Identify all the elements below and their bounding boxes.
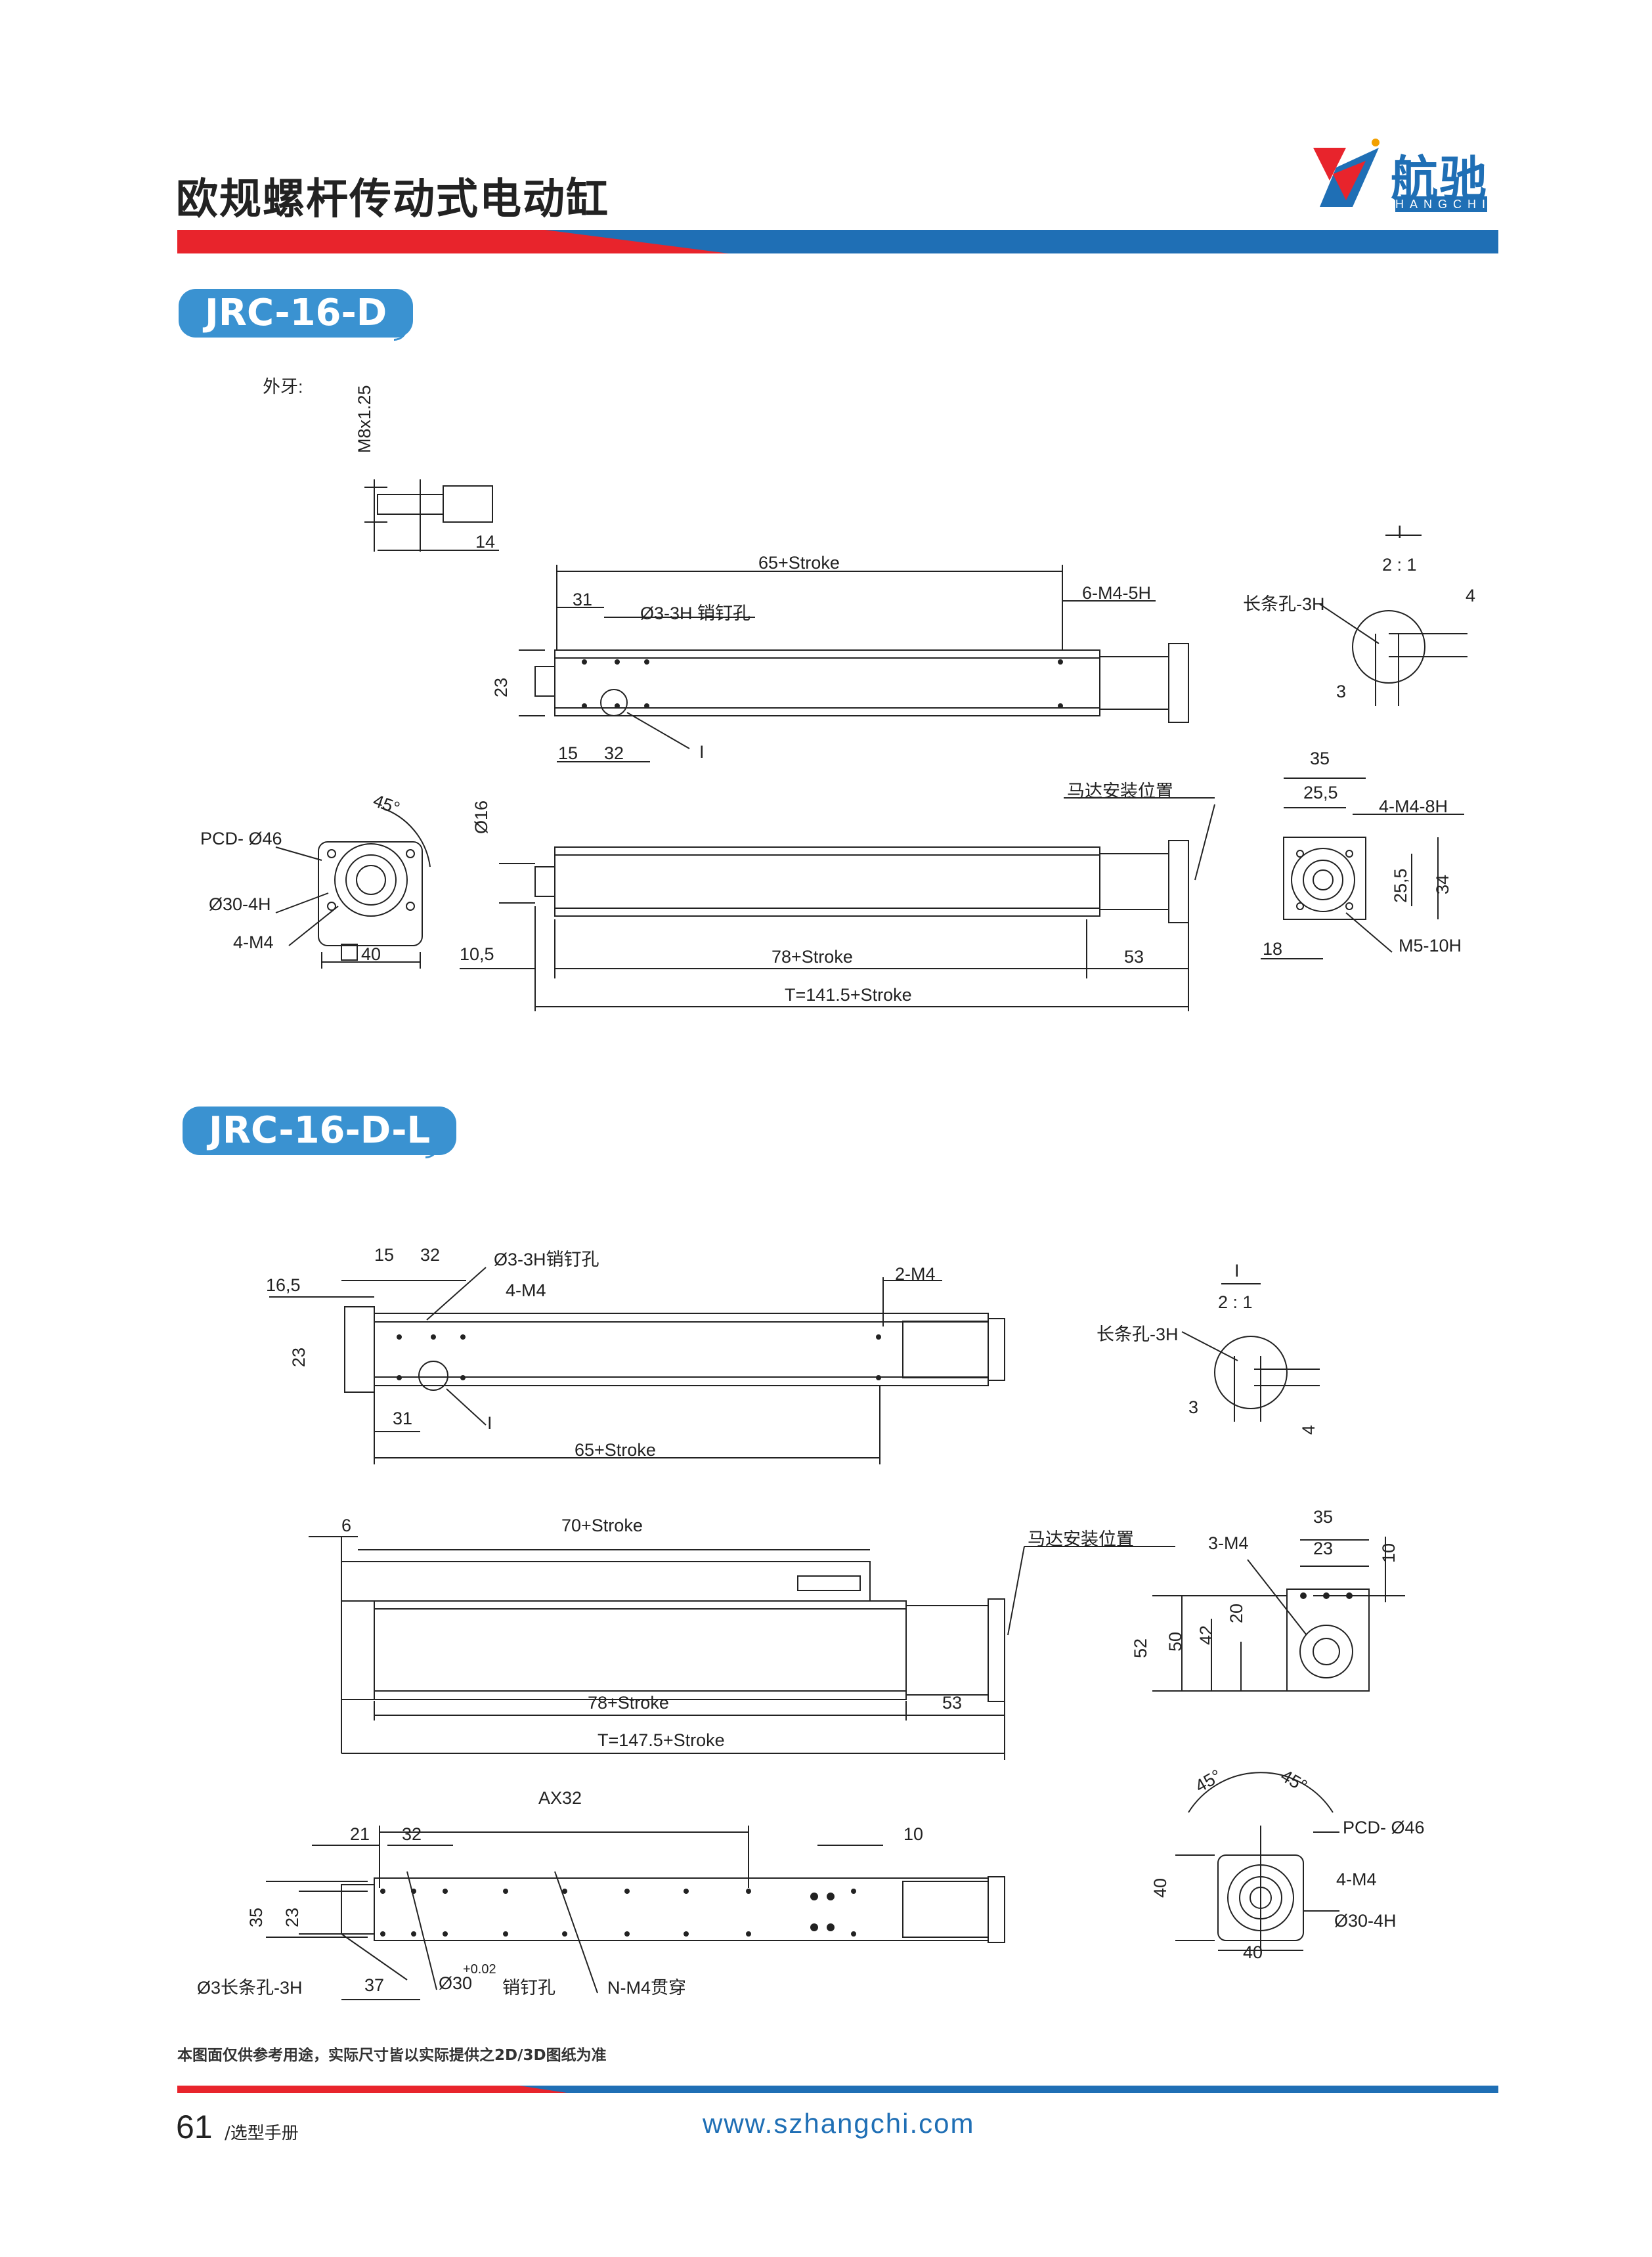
s2-bottom-dim-21: 21 xyxy=(350,1824,370,1844)
s2-detail-title: I xyxy=(1234,1261,1240,1281)
s2-dim-6: 6 xyxy=(341,1516,352,1535)
s2-bottom-dim-10: 10 xyxy=(903,1824,924,1844)
s2-end-3m4-label: 3-M4 xyxy=(1208,1533,1249,1553)
footer-stripe xyxy=(177,2085,1498,2093)
s2-dim-16-5: 16,5 xyxy=(266,1275,301,1295)
s2-m4-label: 4-M4 xyxy=(1336,1870,1377,1889)
s2-m4-4-label: 4-M4 xyxy=(506,1281,546,1300)
s2-dim-15: 15 xyxy=(374,1245,395,1265)
s2-end-dim-50: 50 xyxy=(1165,1631,1185,1652)
s2-m4-2-label: 2-M4 xyxy=(895,1264,936,1284)
dim-25-5-v: 25,5 xyxy=(1391,868,1410,903)
s2-dim-23: 23 xyxy=(289,1347,309,1367)
s2-pin-hole-label: Ø3-3H销钉孔 xyxy=(494,1250,599,1269)
s2-pin30-text: 销钉孔 xyxy=(502,1978,555,1998)
s2-bottom-dim-35: 35 xyxy=(246,1907,266,1927)
pcd-label: PCD- Ø46 xyxy=(200,829,282,848)
s2-dim-length-mid: 78+Stroke xyxy=(588,1693,669,1713)
dim-square-40: 40 xyxy=(361,944,381,964)
s2-pcd-label: PCD- Ø46 xyxy=(1343,1818,1425,1837)
dim-3: 3 xyxy=(1336,682,1347,701)
website-link[interactable]: www.szhangchi.com xyxy=(703,2108,975,2139)
drawing-jrc-16-d xyxy=(275,479,1467,1011)
s2-detail-mark: I xyxy=(487,1413,492,1433)
dim-53: 53 xyxy=(1124,947,1144,967)
page-label: /选型手册 xyxy=(225,2124,299,2143)
drawing-jrc-16-d-l xyxy=(266,1267,1405,2000)
dim-length-top: 65+Stroke xyxy=(758,553,840,573)
s2-end-dim-42: 42 xyxy=(1196,1625,1216,1645)
brand-logo: 航驰 HANGCHI xyxy=(1307,135,1497,220)
s2-pin30-label: Ø30 xyxy=(439,1973,473,1993)
s2-dim-4: 4 xyxy=(1299,1424,1318,1435)
s2-slot-label: 长条孔-3H xyxy=(1097,1325,1179,1344)
s2-pin30-tolerance: +0.02 xyxy=(463,1962,496,1977)
s2-end-dim-10: 10 xyxy=(1379,1543,1399,1563)
detail-title: I xyxy=(1397,522,1402,542)
detail-scale: 2 : 1 xyxy=(1382,555,1417,575)
s2-dim-70: 70+Stroke xyxy=(561,1516,643,1535)
s2-detail-scale: 2 : 1 xyxy=(1218,1292,1253,1312)
thread-spec-label: M8x1.25 xyxy=(355,385,374,453)
m4-8h-label: 4-M4-8H xyxy=(1379,797,1448,816)
s2-dim-32: 32 xyxy=(420,1245,441,1265)
m5-label: M5-10H xyxy=(1399,936,1462,955)
dim-total: T=141.5+Stroke xyxy=(785,985,912,1005)
s2-dim-40-horizontal: 40 xyxy=(1243,1942,1263,1962)
s2-bottom-dim-37: 37 xyxy=(364,1975,385,1995)
dim-length-mid: 78+Stroke xyxy=(772,947,853,967)
thread-note: 外牙: xyxy=(263,377,303,397)
s2-dim-40-vertical: 40 xyxy=(1150,1877,1170,1898)
detail-mark: I xyxy=(699,742,705,762)
dim-31: 31 xyxy=(573,590,593,609)
s2-ax32-label: AX32 xyxy=(538,1788,582,1808)
page-number: 61 xyxy=(176,2109,213,2145)
s2-end-dim-23: 23 xyxy=(1313,1539,1334,1558)
hangchi-logo-icon xyxy=(1313,139,1380,207)
brand-subtitle: HANGCHI xyxy=(1395,196,1492,212)
s2-dim-31: 31 xyxy=(393,1409,413,1428)
model-tag-jrc-16-d: JRC-16-D xyxy=(179,289,414,338)
dim-25-5-h: 25,5 xyxy=(1303,783,1338,802)
model-tag-jrc-16-d-l: JRC-16-D-L xyxy=(183,1107,457,1155)
dim-23: 23 xyxy=(491,677,511,697)
dim-35: 35 xyxy=(1310,749,1330,768)
s2-bolt-circle-label: Ø30-4H xyxy=(1334,1911,1397,1931)
pin-hole-label: Ø3-3H 销钉孔 xyxy=(640,603,751,623)
s2-dim-length-top: 65+Stroke xyxy=(575,1440,656,1460)
s2-end-dim-35: 35 xyxy=(1313,1507,1334,1527)
dim-4: 4 xyxy=(1466,586,1476,605)
slot-label: 长条孔-3H xyxy=(1243,594,1325,614)
bolt-circle-label: Ø30-4H xyxy=(209,894,271,914)
s2-bottom-dim-23: 23 xyxy=(282,1907,302,1927)
s2-end-dim-52: 52 xyxy=(1131,1638,1150,1658)
s2-slot-hole-label: Ø3长条孔-3H xyxy=(197,1978,303,1998)
s2-nm4-label: N-M4贯穿 xyxy=(607,1978,686,1998)
header-stripe xyxy=(177,230,1498,253)
s2-dim-3: 3 xyxy=(1188,1397,1199,1417)
dim-14: 14 xyxy=(475,532,496,552)
motor-position-label: 马达安装位置 xyxy=(1067,781,1173,801)
dim-10-5: 10,5 xyxy=(460,944,494,964)
s2-motor-position-label: 马达安装位置 xyxy=(1028,1529,1134,1549)
s2-end-dim-20: 20 xyxy=(1227,1603,1246,1623)
tap-holes-label: 6-M4-5H xyxy=(1082,583,1152,603)
disclaimer-note: 本图面仅供参考用途，实际尺寸皆以实际提供之2D/3D图纸为准 xyxy=(177,2047,607,2064)
dim-15: 15 xyxy=(558,743,578,763)
m4-label: 4-M4 xyxy=(233,932,274,952)
s2-dim-53: 53 xyxy=(942,1693,963,1713)
page-title: 欧规螺杆传动式电动缸 xyxy=(176,175,609,224)
s2-dim-total: T=147.5+Stroke xyxy=(598,1730,725,1750)
model-tag-frame-2 xyxy=(425,1107,439,1158)
dim-34: 34 xyxy=(1433,874,1452,894)
dim-32: 32 xyxy=(604,743,624,763)
dim-16: Ø16 xyxy=(471,800,491,834)
s2-bottom-dim-32: 32 xyxy=(402,1824,422,1844)
dim-18: 18 xyxy=(1263,939,1283,959)
